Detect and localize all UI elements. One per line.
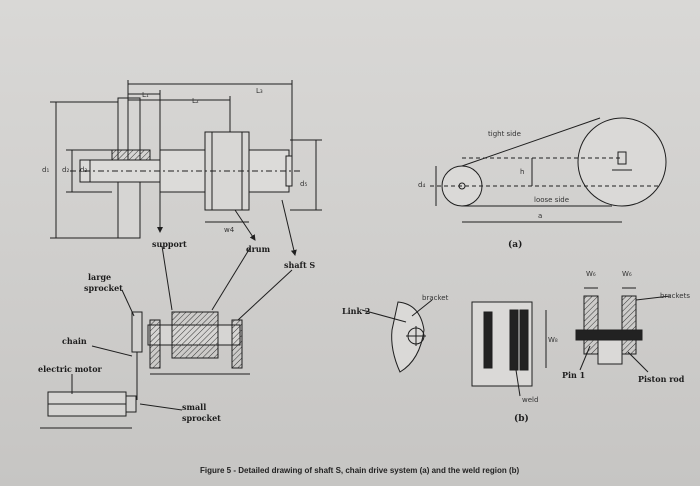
loose-side-label: loose side [534, 196, 570, 204]
brackets-label: brackets [660, 292, 690, 300]
dim-d2: d₂ [62, 166, 70, 174]
dim-w6-right: W₆ [622, 270, 632, 278]
dim-L2: L₂ [192, 97, 199, 105]
tight-side-label: tight side [488, 130, 521, 138]
dim-d1: d₁ [42, 166, 50, 174]
dim-h: h [520, 168, 525, 176]
dim-w4: w4 [224, 226, 235, 234]
dim-w8: W₈ [548, 336, 558, 344]
weld-diagram [362, 288, 670, 396]
weld-label: weld [522, 396, 539, 404]
shaft-drawing [50, 80, 322, 256]
dim-d5: d₅ [300, 180, 308, 188]
bracket-label: bracket [422, 294, 449, 302]
shaft-label: shaft S [284, 260, 316, 270]
dim-w6-left: W₆ [586, 270, 596, 278]
link2-label: Link 2 [342, 306, 371, 316]
chain-drive-diagram [430, 118, 666, 222]
support-label: support [152, 239, 187, 249]
sub-label-a: (a) [508, 240, 523, 250]
piston-rod-label: Piston rod [638, 374, 685, 384]
dim-d3: d₃ [80, 166, 88, 174]
electric-motor-label: electric motor [38, 364, 102, 374]
dim-L1: L₁ [142, 91, 149, 99]
dim-a: a [538, 212, 543, 220]
small-sprocket-label-2: sprocket [182, 413, 221, 423]
assembly-drawing [40, 246, 292, 428]
dim-L3: L₃ [256, 87, 263, 95]
large-sprocket-label-1: large [88, 272, 112, 282]
large-sprocket-label-2: sprocket [84, 283, 123, 293]
chain-label: chain [62, 336, 87, 346]
drum-label: drum [246, 244, 271, 254]
dim-d4: d₄ [418, 181, 426, 189]
sub-label-b: (b) [514, 414, 529, 424]
pin1-label: Pin 1 [562, 370, 586, 380]
small-sprocket-label-1: small [182, 402, 207, 412]
figure-caption: Figure 5 - Detailed drawing of shaft S, … [200, 466, 520, 475]
